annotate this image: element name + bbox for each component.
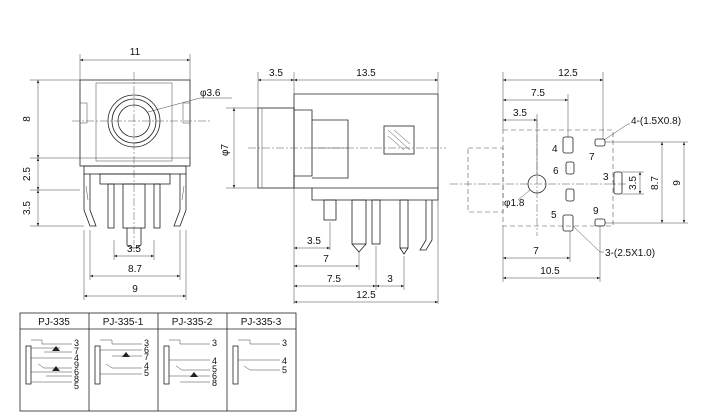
dim-front-height-2-5: 2.5 — [22, 167, 33, 181]
pcb-footprint: 4 7 6 3 5 9 12.5 7.5 3.5 4-(1.5X0.8) 3-(… — [450, 68, 688, 282]
pin-label: 8 — [74, 374, 79, 384]
front-body — [79, 79, 191, 167]
pad-label-3: 3 — [603, 172, 609, 183]
pad-label-6: 6 — [553, 166, 559, 177]
callout-3-holes: 3-(2.5X1.0) — [605, 248, 655, 259]
dim-front-pin-8-7: 8.7 — [128, 264, 142, 275]
pin-label: 3 — [212, 338, 217, 348]
pin-label: 6 — [144, 345, 149, 355]
schematic-pj-335-3: 3 4 5 — [232, 338, 287, 385]
pad-label-7: 7 — [589, 152, 595, 163]
table-header-pj-335-3: PJ-335-3 — [241, 317, 282, 328]
pad-label-9: 9 — [593, 206, 599, 217]
dim-side-pin-7: 7 — [323, 254, 329, 265]
pin-label: 4 — [282, 356, 287, 366]
dim-fp-right-9: 9 — [672, 180, 683, 186]
dim-side-body-13-5: 13.5 — [356, 68, 376, 79]
pin-label: 3 — [74, 338, 79, 348]
pin-label: 3 — [282, 338, 287, 348]
pad-label-5: 5 — [551, 210, 557, 221]
dim-front-pin-3-5: 3.5 — [127, 244, 141, 255]
pad-4 — [562, 136, 574, 154]
dim-phi-3-6: φ3.6 — [200, 88, 221, 99]
pin-label: 8 — [212, 378, 217, 388]
dim-side-front-3-5: 3.5 — [269, 68, 283, 79]
dim-side-pin-3-5: 3.5 — [307, 236, 321, 247]
dim-fp-bottom-10-5: 10.5 — [540, 266, 560, 277]
dim-fp-right-8-7: 8.7 — [650, 176, 661, 190]
pin-label: 4 — [212, 356, 217, 366]
dim-fp-phi-1-8: φ1.8 — [504, 198, 525, 209]
pad-6 — [565, 161, 575, 175]
pin-label: 7 — [74, 346, 79, 356]
pad-7 — [594, 138, 606, 147]
pin-label: 4 — [144, 361, 149, 371]
pin-label: 5 — [74, 381, 79, 391]
dim-side-phi-7: φ7 — [220, 144, 231, 156]
dim-front-width: 11 — [130, 47, 141, 58]
dim-fp-bottom-7: 7 — [533, 246, 539, 257]
dim-fp-top-7-5: 7.5 — [531, 88, 545, 99]
pin-label: 5 — [282, 365, 287, 375]
dim-fp-top-12-5: 12.5 — [558, 68, 578, 79]
pad-3 — [613, 171, 623, 195]
callout-4-holes: 4-(1.5X0.8) — [631, 116, 681, 127]
pin-label: 3 — [144, 338, 149, 348]
schematic-pj-335-1: 3 6 7 4 5 — [94, 338, 149, 385]
dim-front-pin-9: 9 — [132, 284, 138, 295]
pad-5 — [562, 214, 574, 232]
pad-9 — [594, 218, 606, 227]
schematic-pj-335: 3 7 4 9 6 8 5 — [25, 338, 79, 391]
front-view: 11 8 2.5 3.5 φ3.6 3.5 8.7 9 — [22, 47, 232, 300]
pin-label: 6 — [212, 371, 217, 381]
side-view: 3.5 13.5 φ7 3.5 7 7.5 3 12.5 — [220, 68, 446, 304]
pin-label: 4 — [74, 353, 79, 363]
pin-label: 9 — [74, 360, 79, 370]
table-header-pj-335-1: PJ-335-1 — [103, 317, 144, 328]
dim-side-pin-7-5: 7.5 — [327, 274, 341, 285]
dim-fp-top-3-5: 3.5 — [513, 108, 527, 119]
dim-fp-right-3-5: 3.5 — [628, 176, 639, 190]
table-header-pj-335: PJ-335 — [38, 317, 70, 328]
pad-8 — [565, 188, 575, 202]
table-header-pj-335-2: PJ-335-2 — [172, 317, 213, 328]
dim-front-height-8: 8 — [22, 116, 33, 122]
pin-label: 6 — [74, 367, 79, 377]
pin-label: 7 — [144, 352, 149, 362]
schematic-table: PJ-335 PJ-335-1 PJ-335-2 PJ-335-3 3 7 4 … — [19, 312, 297, 412]
dim-side-pin-3: 3 — [387, 274, 393, 285]
dim-side-total-12-5: 12.5 — [356, 290, 376, 301]
pin-label: 5 — [144, 368, 149, 378]
pad-label-4: 4 — [552, 144, 558, 155]
pin-label: 5 — [212, 364, 217, 374]
schematic-pj-335-2: 3 4 5 6 8 — [163, 338, 217, 388]
dim-front-height-3-5: 3.5 — [22, 201, 33, 215]
